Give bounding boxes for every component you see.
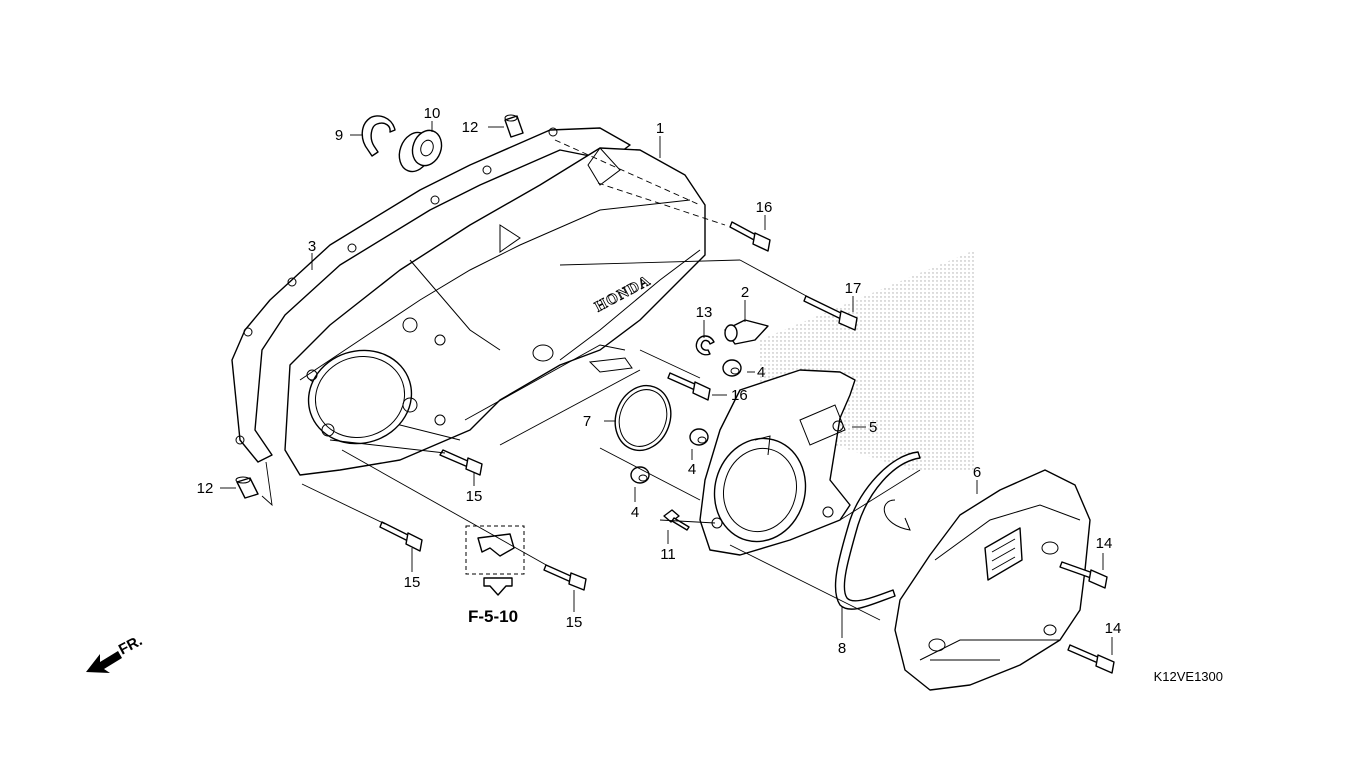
snap-ring-part-13[interactable] <box>695 335 715 356</box>
callout-12-b[interactable]: 12 <box>462 119 479 136</box>
callout-2[interactable]: 2 <box>741 284 749 301</box>
callout-4-c[interactable]: 4 <box>631 504 639 521</box>
bolt-part-14-b[interactable] <box>1067 644 1115 674</box>
circlip-part-9[interactable] <box>361 115 396 157</box>
bolt-part-15-c[interactable] <box>543 564 587 591</box>
callout-8[interactable]: 8 <box>838 640 846 657</box>
front-direction-label: FR. <box>116 632 145 658</box>
grommet-part-4-c[interactable] <box>630 466 650 484</box>
grommet-part-4-b[interactable] <box>689 428 709 446</box>
callout-7[interactable]: 7 <box>583 413 591 430</box>
outer-cover-part-6[interactable] <box>894 469 1091 691</box>
bearing-part-10[interactable] <box>394 126 446 176</box>
callout-4-b[interactable]: 4 <box>688 461 696 478</box>
bolt-part-17[interactable] <box>803 295 858 331</box>
callout-13[interactable]: 13 <box>696 304 713 321</box>
callout-15-c[interactable]: 15 <box>566 614 583 631</box>
grommet-part-4-a[interactable] <box>722 359 742 377</box>
front-direction-arrow <box>86 651 122 673</box>
callout-14-b[interactable]: 14 <box>1105 620 1122 637</box>
callout-5[interactable]: 5 <box>869 419 877 436</box>
o-ring-part-7[interactable] <box>606 378 679 458</box>
bolt-part-16-a[interactable] <box>729 221 771 252</box>
bolt-part-16-b[interactable] <box>667 372 711 401</box>
bolt-part-15-a[interactable] <box>439 449 483 476</box>
dowel-pin-part-12-bottom[interactable] <box>235 476 259 499</box>
callout-1[interactable]: 1 <box>656 120 664 137</box>
callout-15-b[interactable]: 15 <box>404 574 421 591</box>
callout-16-b[interactable]: 16 <box>731 387 748 404</box>
gasket-part-3[interactable] <box>231 127 631 463</box>
callout-leaders <box>220 121 1113 655</box>
callout-11[interactable]: 11 <box>660 546 676 563</box>
callout-12-a[interactable]: 12 <box>197 480 214 497</box>
callout-16-a[interactable]: 16 <box>756 199 773 216</box>
callout-labels: 1 2 3 4 4 4 5 6 7 8 9 10 11 12 12 13 14 … <box>197 105 1122 657</box>
seal-part-8[interactable] <box>834 451 921 610</box>
callout-14-a[interactable]: 14 <box>1096 535 1113 552</box>
callout-10[interactable]: 10 <box>424 105 441 122</box>
bolt-part-14-a[interactable] <box>1059 561 1108 589</box>
fitting-part-2[interactable] <box>724 319 769 345</box>
callout-4-a[interactable]: 4 <box>757 364 765 381</box>
crankcase-cover-part-1[interactable]: HONDA <box>284 147 706 476</box>
reference-link-label[interactable]: F-5-10 <box>468 607 518 626</box>
callout-17[interactable]: 17 <box>845 280 862 297</box>
reference-box[interactable] <box>465 525 525 596</box>
callout-9[interactable]: 9 <box>335 127 343 144</box>
callout-15-a[interactable]: 15 <box>466 488 483 505</box>
callout-6[interactable]: 6 <box>973 464 981 481</box>
dowel-pin-part-12-top[interactable] <box>504 114 524 138</box>
diagram-code: K12VE1300 <box>1154 669 1223 684</box>
callout-3[interactable]: 3 <box>308 238 316 255</box>
bolt-part-15-b[interactable] <box>379 521 423 552</box>
inner-cover-part-5[interactable] <box>699 369 856 556</box>
alignment-lines <box>261 139 1000 661</box>
